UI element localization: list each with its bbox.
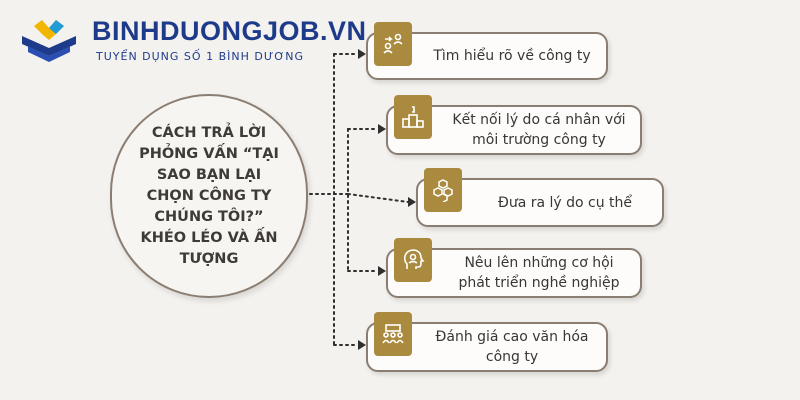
step-card-5: Đánh giá cao văn hóa công ty — [366, 312, 608, 372]
step-label-3: Đưa ra lý do cụ thể — [497, 194, 633, 211]
central-topic-title: CÁCH TRẢ LỜI PHỎNG VẤN “TẠI SAO BẠN LẠI … — [139, 124, 279, 267]
podium-icon — [402, 106, 424, 128]
step-label-1: Tìm hiểu rõ về công ty — [433, 48, 591, 64]
central-topic: CÁCH TRẢ LỜI PHỎNG VẤN “TẠI SAO BẠN LẠI … — [110, 94, 308, 298]
team-icon — [382, 324, 404, 344]
step-card-1: Tìm hiểu rõ về công ty — [366, 22, 608, 80]
brand-logo: BINHDUONGJOB.VN TUYỂN DỤNG SỐ 1 BÌNH DƯƠ… — [14, 14, 366, 74]
step-card-2: Kết nối lý do cá nhân với môi trường côn… — [386, 95, 642, 155]
brand-name: BINHDUONGJOB.VN — [92, 16, 367, 46]
logo-mark-icon — [22, 20, 76, 62]
step-label-2: Kết nối lý do cá nhân với môi trường côn… — [452, 112, 626, 148]
people-exchange-icon — [383, 33, 403, 54]
step-card-3: Đưa ra lý do cụ thể — [416, 168, 664, 227]
cubes-icon — [433, 179, 453, 202]
step-card-4: Nêu lên những cơ hội phát triển nghề ngh… — [386, 238, 642, 298]
head-person-icon — [403, 249, 425, 269]
step-label-5: Đánh giá cao văn hóa công ty — [435, 329, 589, 365]
step-label-4: Nêu lên những cơ hội phát triển nghề ngh… — [458, 255, 620, 291]
brand-tagline: TUYỂN DỤNG SỐ 1 BÌNH DƯƠNG — [96, 50, 305, 63]
